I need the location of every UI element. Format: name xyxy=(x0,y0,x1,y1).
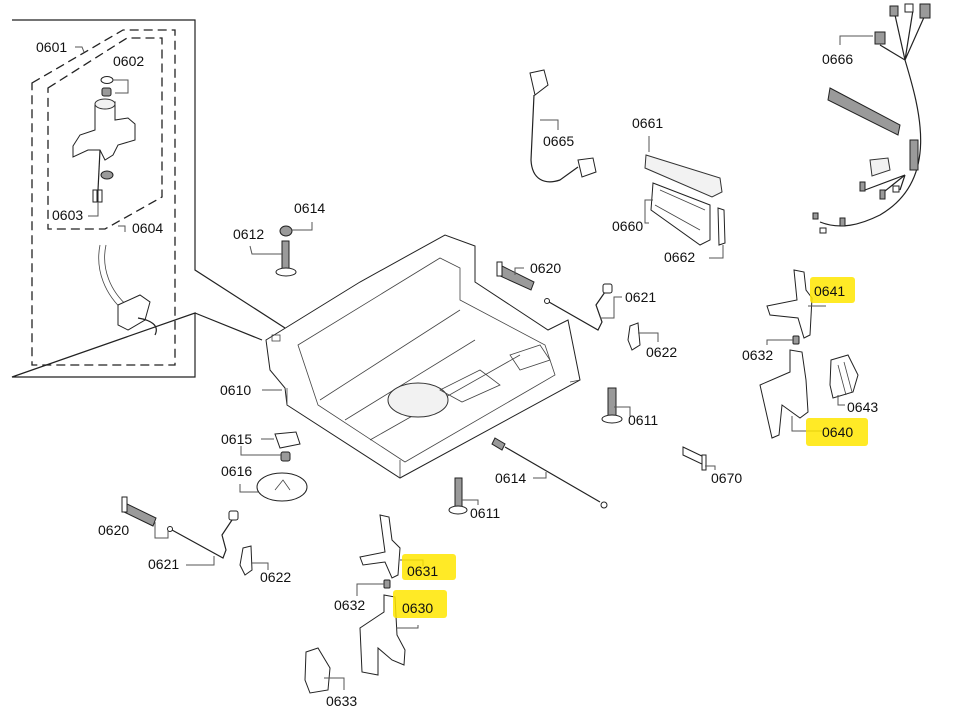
highlight-0641 xyxy=(810,277,855,303)
label-0641[interactable]: 0641 xyxy=(814,283,845,299)
label-0621-left[interactable]: 0621 xyxy=(148,556,179,572)
label-0621-top[interactable]: 0621 xyxy=(625,289,656,305)
label-0620-top[interactable]: 0620 xyxy=(530,260,561,276)
label-0615[interactable]: 0615 xyxy=(221,431,252,447)
label-0662[interactable]: 0662 xyxy=(664,249,695,265)
label-0666[interactable]: 0666 xyxy=(822,51,853,67)
label-0611-right[interactable]: 0611 xyxy=(628,412,658,428)
hinge-plate-part[interactable] xyxy=(759,349,809,439)
label-0601[interactable]: 0601 xyxy=(36,39,67,55)
label-0665[interactable]: 0665 xyxy=(543,133,574,149)
label-0632-right[interactable]: 0632 xyxy=(742,347,773,363)
screw-part[interactable] xyxy=(275,225,297,277)
clip-part[interactable] xyxy=(627,322,641,351)
label-0640[interactable]: 0640 xyxy=(822,424,853,440)
label-0614-rod[interactable]: 0614 xyxy=(495,470,526,486)
inlet-hose-part[interactable] xyxy=(98,244,157,336)
foot-screw-part[interactable] xyxy=(448,477,468,515)
label-0612[interactable]: 0612 xyxy=(233,226,264,242)
label-0604[interactable]: 0604 xyxy=(132,220,163,236)
hinge-cover-part[interactable] xyxy=(829,354,859,399)
label-0622-top[interactable]: 0622 xyxy=(646,344,677,360)
highlight-0630 xyxy=(393,590,447,618)
cap-part[interactable] xyxy=(274,431,301,462)
base-tub-part[interactable] xyxy=(265,234,581,479)
side-strip-part[interactable] xyxy=(717,207,726,246)
label-0670[interactable]: 0670 xyxy=(711,470,742,486)
inlet-valve-part[interactable] xyxy=(72,76,136,203)
power-cord-part[interactable] xyxy=(529,69,597,183)
label-0661[interactable]: 0661 xyxy=(632,115,663,131)
highlight-marks xyxy=(393,277,868,618)
label-0632-left[interactable]: 0632 xyxy=(334,597,365,613)
rod-part[interactable] xyxy=(491,437,608,509)
hinge-arm-part[interactable] xyxy=(359,514,401,579)
cable-part[interactable] xyxy=(544,283,613,331)
spring-part[interactable] xyxy=(496,261,535,291)
inset-frame xyxy=(11,19,286,378)
label-0603[interactable]: 0603 xyxy=(52,207,83,223)
cable-part[interactable] xyxy=(167,510,239,559)
clip-part[interactable] xyxy=(239,545,253,576)
foot-screw-part[interactable] xyxy=(601,387,623,424)
label-0611-lower[interactable]: 0611 xyxy=(470,505,500,521)
label-0620-left[interactable]: 0620 xyxy=(98,522,129,538)
label-0633[interactable]: 0633 xyxy=(326,693,357,709)
spring-part[interactable] xyxy=(121,496,157,527)
label-0622-left[interactable]: 0622 xyxy=(260,569,291,585)
label-0660[interactable]: 0660 xyxy=(612,218,643,234)
label-0610[interactable]: 0610 xyxy=(220,382,251,398)
disc-part[interactable] xyxy=(256,472,308,502)
label-0631[interactable]: 0631 xyxy=(407,563,438,579)
label-0616[interactable]: 0616 xyxy=(221,463,252,479)
label-0614-top[interactable]: 0614 xyxy=(294,200,325,216)
hinge-nut-part[interactable] xyxy=(383,579,391,589)
cover-part[interactable] xyxy=(644,154,723,198)
bracket-part[interactable] xyxy=(682,446,707,471)
highlight-0640 xyxy=(806,418,868,446)
label-0630[interactable]: 0630 xyxy=(402,600,433,616)
label-0643[interactable]: 0643 xyxy=(847,399,878,415)
control-module-part[interactable] xyxy=(650,182,711,246)
label-0602[interactable]: 0602 xyxy=(113,53,144,69)
highlight-0631 xyxy=(402,554,456,580)
wiring-harness-part[interactable] xyxy=(812,3,931,234)
hinge-cover-part[interactable] xyxy=(304,647,331,694)
part-labels: 0601 0602 0603 0604 0612 0614 0610 0615 … xyxy=(36,39,878,709)
hinge-arm-part[interactable] xyxy=(766,269,813,339)
